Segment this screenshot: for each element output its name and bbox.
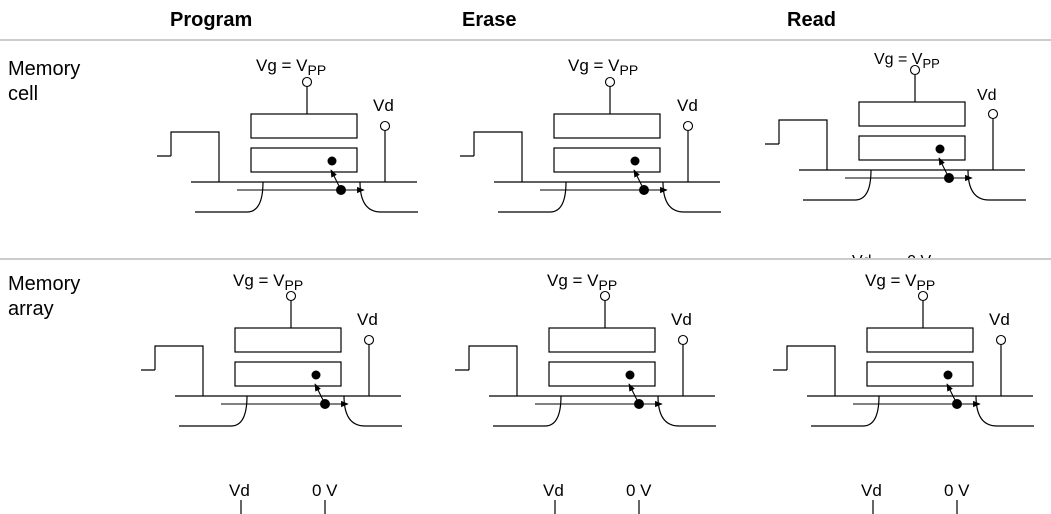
memory-array-program: Vg = VPP Vd Vd 0 V (141, 271, 402, 514)
vd-label-bottom: Vd (861, 481, 882, 500)
memory-array-read: Vg = VPP Vd Vd 0 V (773, 271, 1034, 514)
vd-label: Vd (977, 87, 997, 104)
memory-cell-read: Vg = VPP Vd (765, 51, 1026, 200)
vd-label-bottom: Vd (543, 481, 564, 500)
zero-v-label: 0 V (626, 481, 652, 500)
memory-array-erase: Vg = VPP Vd Vd 0 V (455, 271, 716, 514)
transistor-cell-icon (765, 66, 1026, 201)
memory-cell-program: Vg = VPP Vd (157, 56, 418, 212)
row-label-memory-array-line1: Memory (8, 273, 80, 295)
row-label-memory-cell-line2: cell (8, 83, 38, 105)
vg-label: Vg = VPP (547, 271, 617, 293)
clipped-labels: Vd 0 V (852, 253, 931, 270)
memory-cell-erase: Vg = VPP Vd (460, 56, 721, 212)
zero-v-label: 0 V (944, 481, 970, 500)
header-program: Program (170, 9, 252, 31)
row-label-memory-cell-line1: Memory (8, 58, 80, 80)
vg-label: Vg = VPP (874, 51, 940, 71)
cut-off-text: Vd 0 V (852, 253, 931, 270)
vg-label: Vg = VPP (233, 271, 303, 293)
vd-label: Vd (357, 310, 378, 329)
vg-label: Vg = VPP (256, 56, 326, 78)
vd-label-bottom: Vd (229, 481, 250, 500)
vg-label: Vg = VPP (568, 56, 638, 78)
vd-label: Vd (671, 310, 692, 329)
row-label-memory-array-line2: array (8, 298, 54, 320)
vd-label: Vd (373, 96, 394, 115)
vd-label: Vd (989, 310, 1010, 329)
header-erase: Erase (462, 9, 517, 31)
zero-v-label: 0 V (312, 481, 338, 500)
header-read: Read (787, 9, 836, 31)
vg-label: Vg = VPP (865, 271, 935, 293)
vd-label: Vd (677, 96, 698, 115)
